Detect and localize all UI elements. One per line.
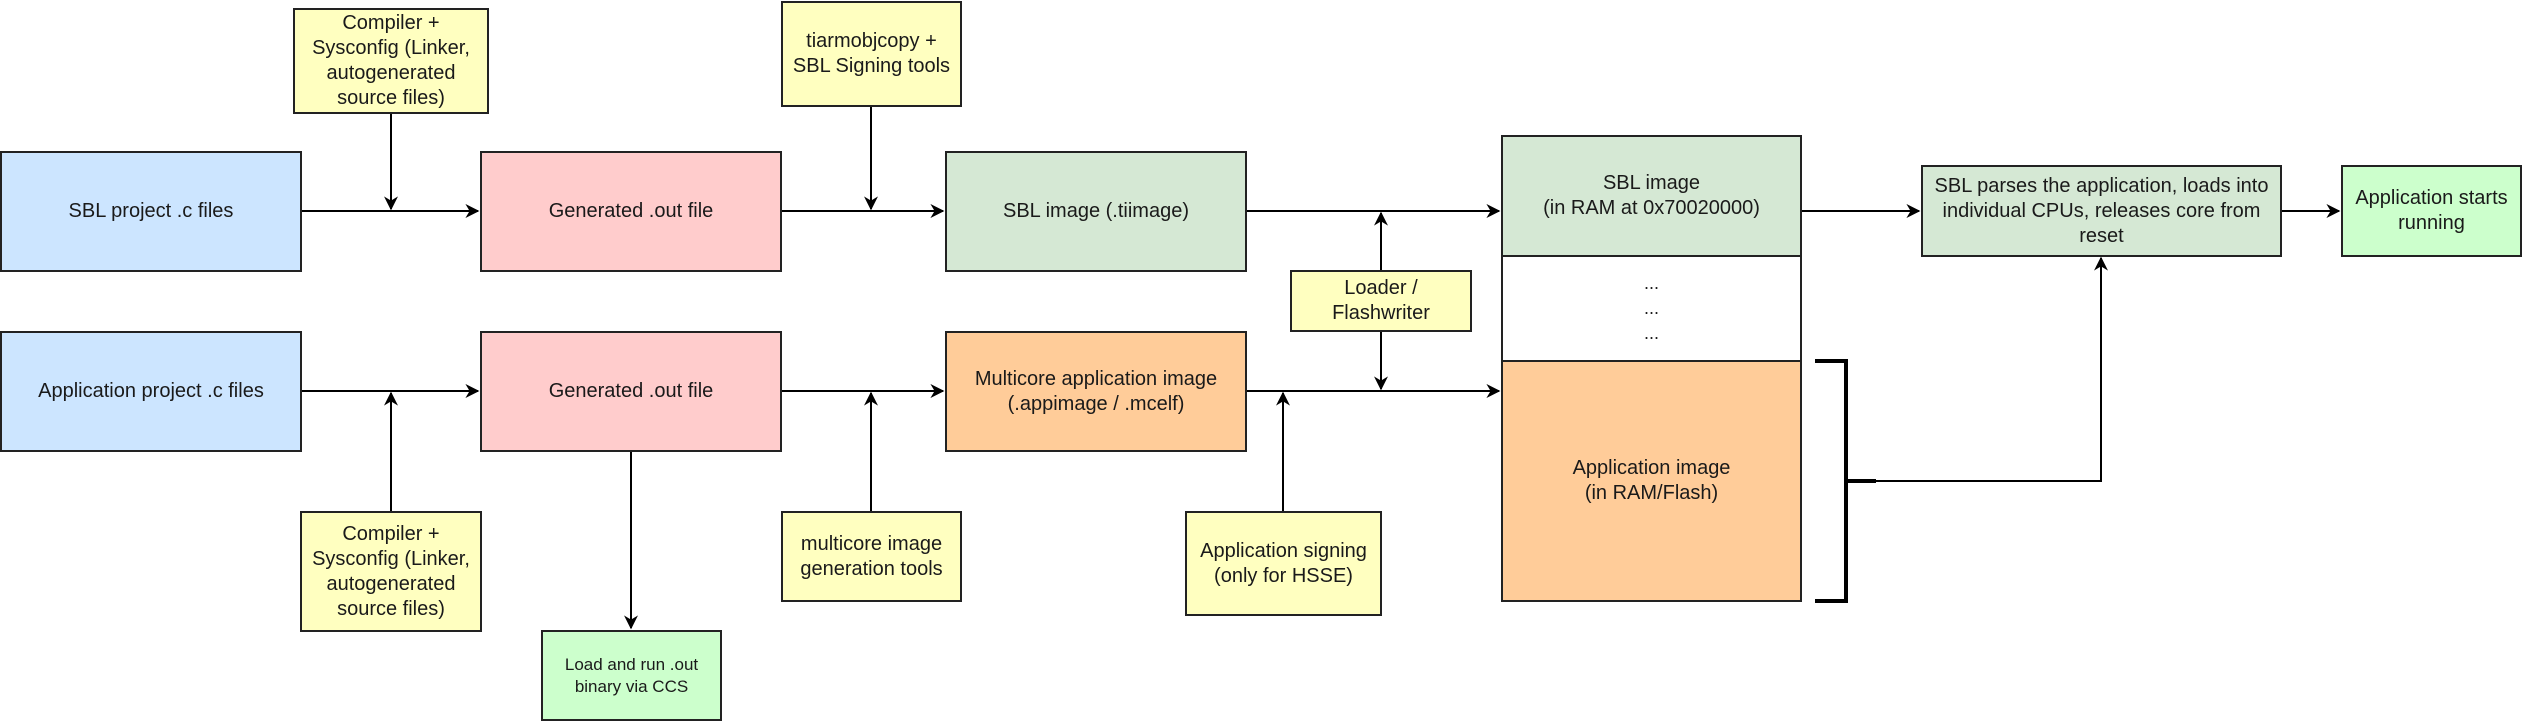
multicore-tools-node: multicore image generation tools xyxy=(781,511,962,602)
sbl-parses-node: SBL parses the application, loads into i… xyxy=(1921,165,2282,257)
sbl-project-node: SBL project .c files xyxy=(0,151,302,272)
app-signing-tool-node: Application signing (only for HSSE) xyxy=(1185,511,1382,616)
app-project-node: Application project .c files xyxy=(0,331,302,452)
arrow-bracket-to-sbl-parses xyxy=(1876,256,2108,482)
app-image-bracket xyxy=(1815,359,1848,603)
sbl-compiler-tool-node: Compiler + Sysconfig (Linker, autogenera… xyxy=(293,8,489,114)
sbl-signing-tool-node: tiarmobjcopy + SBL Signing tools xyxy=(781,1,962,107)
multicore-app-image-node: Multicore application image (.appimage /… xyxy=(945,331,1247,452)
memory-app-image-section: Application image (in RAM/Flash) xyxy=(1501,360,1802,602)
loader-flashwriter-node: Loader / Flashwriter xyxy=(1290,270,1472,332)
app-compiler-tool-node: Compiler + Sysconfig (Linker, autogenera… xyxy=(300,511,482,632)
load-run-ccs-node: Load and run .out binary via CCS xyxy=(541,630,722,721)
app-out-file-node: Generated .out file xyxy=(480,331,782,452)
sbl-out-file-node: Generated .out file xyxy=(480,151,782,272)
memory-sbl-image-section: SBL image (in RAM at 0x70020000) xyxy=(1501,135,1802,257)
memory-ellipsis-section: ... ... ... xyxy=(1501,255,1802,362)
sbl-tiimage-node: SBL image (.tiimage) xyxy=(945,151,1247,272)
app-starts-running-node: Application starts running xyxy=(2341,165,2522,257)
